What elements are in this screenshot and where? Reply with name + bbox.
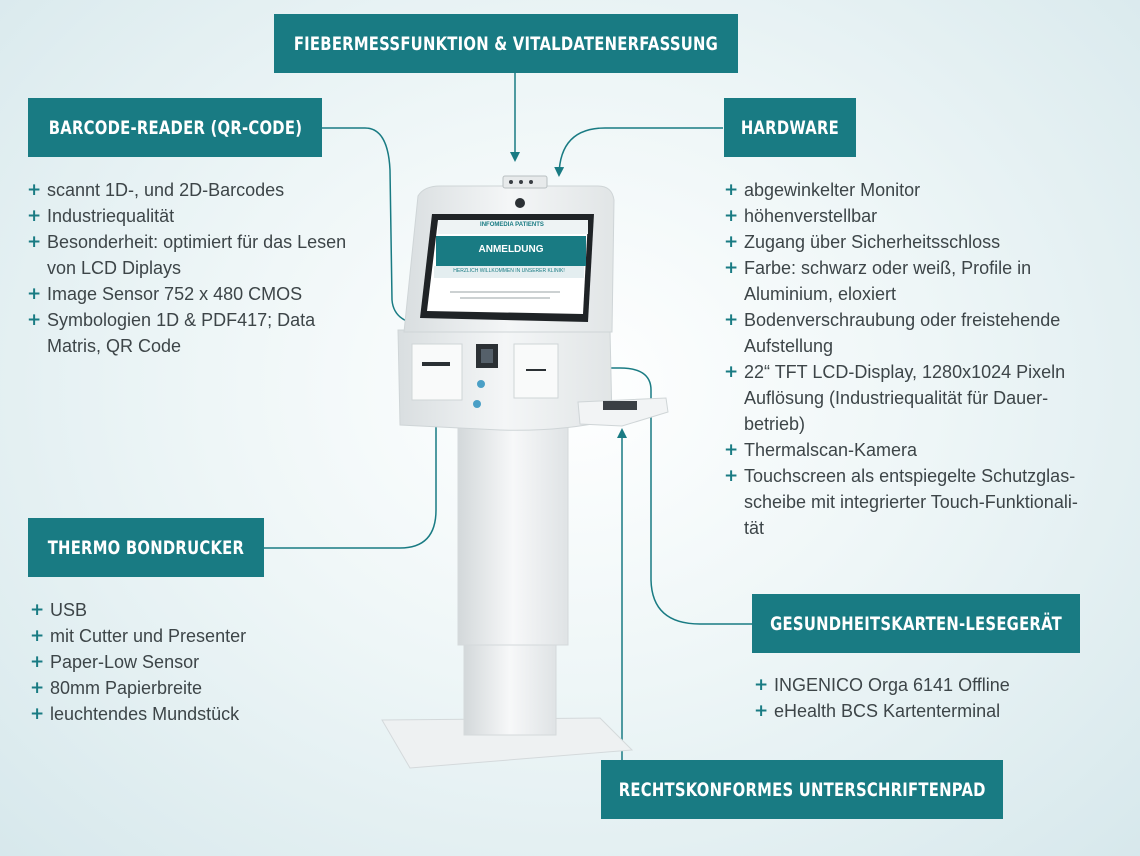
header-thermo: THERMO BONDRUCKER [28,518,264,577]
list-item: 22“ TFT LCD-Display, 1280x1024 Pixeln [724,359,1129,385]
header-barcode-title: BARCODE-READER (QR-CODE) [48,116,302,139]
list-item: Zugang über Sicherheitsschloss [724,229,1129,255]
thermo-feature-list: USB mit Cutter und Presenter Paper-Low S… [30,597,330,727]
list-item: INGENICO Orga 6141 Offline [754,672,1074,698]
list-item: USB [30,597,330,623]
list-item: mit Cutter und Presenter [30,623,330,649]
screen-brand: INFOMEDIA PATIENTS [480,222,544,228]
hardware-feature-list: abgewinkelter Monitor höhenverstellbar Z… [724,177,1129,541]
list-item: Paper-Low Sensor [30,649,330,675]
header-karten: GESUNDHEITSKARTEN-LESEGERÄT [752,594,1080,653]
header-fieber: FIEBERMESSFUNKTION & VITALDATENERFASSUNG [274,14,738,73]
barcode-feature-list: scannt 1D-, und 2D-Barcodes Industriequa… [27,177,387,359]
thermal-camera [502,175,548,189]
list-item: tät [744,518,765,538]
upper-column [457,419,569,646]
header-karten-title: GESUNDHEITSKARTEN-LESEGERÄT [770,612,1062,635]
card-slot [603,401,637,410]
card-reader-tray [577,397,669,427]
list-item: Thermalscan-Kamera [724,437,1129,463]
header-fieber-title: FIEBERMESSFUNKTION & VITALDATENERFASSUNG [293,32,719,55]
list-item: von LCD Diplays [47,258,182,278]
list-item: Besonderheit: optimiert für das Lesen [27,229,387,255]
list-item: Auflösung (Industriequalität für Dauer- [744,388,1049,408]
header-thermo-title: THERMO BONDRUCKER [47,536,245,559]
list-item: höhenverstellbar [724,203,1129,229]
list-item: eHealth BCS Kartenterminal [754,698,1074,724]
list-item: leuchtendes Mundstück [30,701,330,727]
screen-welcome: HERZLICH WILLKOMMEN IN UNSERER KLINIK! [453,268,565,274]
screen-heading[interactable]: ANMELDUNG [478,244,544,255]
list-item: Farbe: schwarz oder weiß, Profile in [724,255,1129,281]
list-item: betrieb) [744,414,806,434]
header-hardware: HARDWARE [724,98,856,157]
list-item: Industriequalität [27,203,387,229]
header-unterschrift: RECHTSKONFORMES UNTERSCHRIFTENPAD [601,760,1003,819]
list-item: 80mm Papierbreite [30,675,330,701]
list-item: Matris, QR Code [47,336,182,356]
header-hardware-title: HARDWARE [740,116,840,139]
list-item: Aufstellung [744,336,834,356]
list-item: scannt 1D-, und 2D-Barcodes [27,177,387,203]
list-item: Symbologien 1D & PDF417; Data [27,307,387,333]
list-item: Image Sensor 752 x 480 CMOS [27,281,387,307]
list-item: Aluminium, eloxiert [744,284,897,304]
karten-feature-list: INGENICO Orga 6141 Offline eHealth BCS K… [754,672,1074,724]
list-item: Touchscreen als entspiegelte Schutzglas- [724,463,1129,489]
header-unterschrift-title: RECHTSKONFORMES UNTERSCHRIFTENPAD [618,778,986,801]
list-item: abgewinkelter Monitor [724,177,1129,203]
header-barcode: BARCODE-READER (QR-CODE) [28,98,322,157]
list-item: Bodenverschraubung oder freistehende [724,307,1129,333]
list-item: scheibe mit integrierter Touch-Funktiona… [744,492,1078,512]
printer-module [411,343,463,401]
lower-column [463,639,557,736]
